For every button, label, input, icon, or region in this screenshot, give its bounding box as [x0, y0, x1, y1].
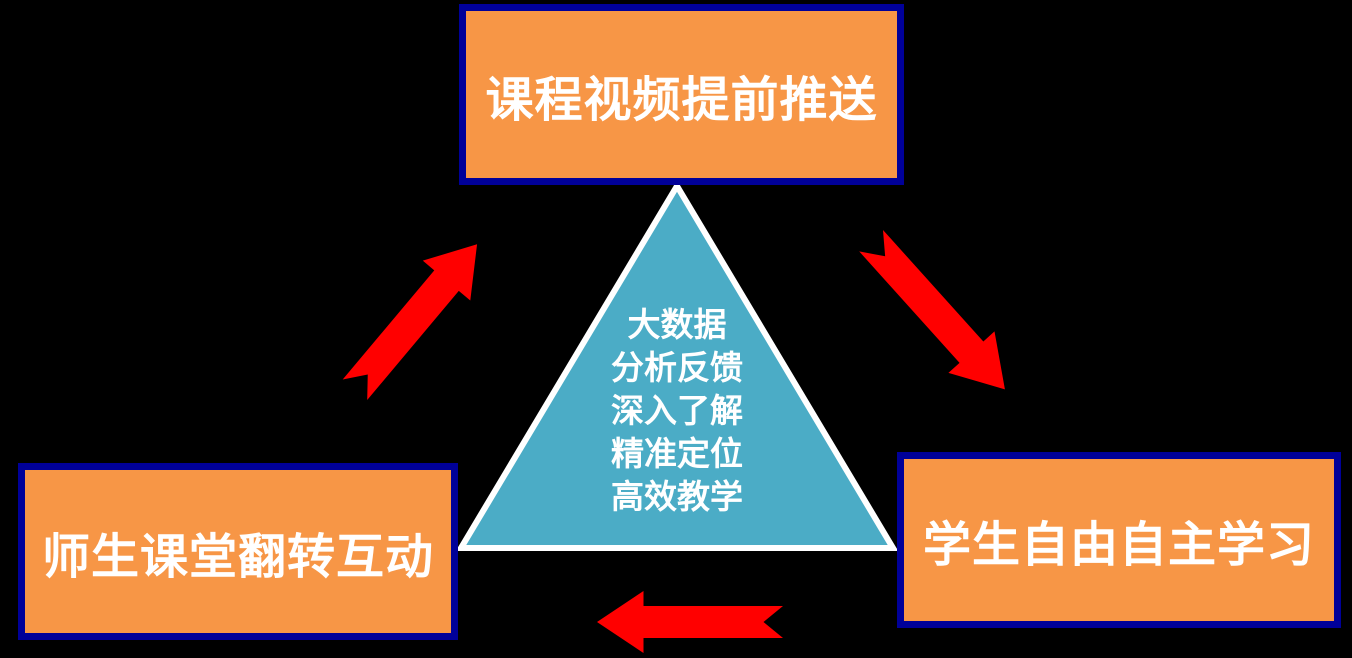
- triangle-line-3: 深入了解: [611, 391, 743, 430]
- node-bottom-left-label: 师生课堂翻转互动: [41, 528, 434, 585]
- node-student-self-learning: 学生自由自主学习: [897, 452, 1341, 628]
- arrow-right-to-left: [597, 591, 783, 653]
- node-course-video-push: 课程视频提前推送: [459, 4, 904, 185]
- center-triangle-shape: [455, 180, 899, 551]
- triangle-line-2: 分析反馈: [611, 348, 743, 387]
- arrow-left-to-top: [342, 244, 478, 401]
- node-bottom-right-label: 学生自由自主学习: [922, 517, 1315, 573]
- center-triangle-text: 大数据 分析反馈 深入了解 精准定位 高效教学: [557, 303, 797, 518]
- triangle-line-4: 精准定位: [611, 434, 743, 473]
- node-flipped-interaction: 师生课堂翻转互动: [18, 463, 458, 640]
- node-top-label: 课程视频提前推送: [485, 71, 878, 128]
- triangle-line-1: 大数据: [627, 305, 727, 344]
- triangle-line-5: 高效教学: [611, 477, 743, 516]
- arrow-top-to-right: [859, 229, 1005, 390]
